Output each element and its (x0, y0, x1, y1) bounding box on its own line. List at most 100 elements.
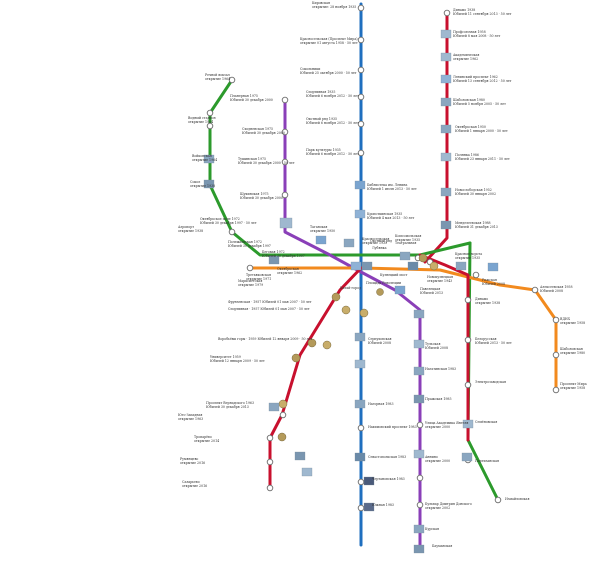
station-purple-2[interactable] (281, 128, 289, 136)
station-orange-3[interactable] (531, 286, 539, 294)
thumb-purple-6 (268, 255, 280, 265)
station-label-e-3: Электрозаводская (475, 380, 506, 384)
station-label-s-8: Южная 1983 (372, 503, 394, 507)
station-label-blue-2: Красносельская (Проспект Мира)открытие 0… (300, 37, 358, 45)
coins-southwest (277, 253, 439, 442)
thumb-purple-s-5 (413, 394, 425, 404)
station-blue-4[interactable] (357, 93, 365, 101)
thumb-green-4 (203, 154, 215, 164)
station-red-s-1[interactable] (279, 411, 287, 419)
station-label-s-7: Чертановская 1983 (372, 477, 405, 481)
station-purple-3[interactable] (281, 158, 289, 166)
coin-3 (307, 338, 317, 348)
station-purple-10[interactable] (416, 474, 424, 482)
station-green-7[interactable] (464, 296, 472, 304)
station-label-center-4: Кузнецкий мост (380, 273, 408, 277)
thumb-center-4 (399, 251, 411, 261)
station-blue-6[interactable] (357, 149, 365, 157)
station-purple-1[interactable] (281, 96, 289, 104)
station-label-s-5: Нахимовский проспект 1983 (368, 425, 417, 429)
coin-8 (359, 308, 369, 318)
station-blue-14[interactable] (357, 478, 365, 486)
station-green-8[interactable] (464, 336, 472, 344)
thumb-blue-15 (363, 502, 375, 512)
thumb-center-3 (361, 261, 373, 271)
station-green-9[interactable] (464, 381, 472, 389)
stations-purple (281, 96, 424, 534)
station-green-6[interactable] (228, 228, 236, 236)
thumb-red-n-7 (440, 152, 452, 162)
station-label-s-9: Пражская 1985 (425, 397, 451, 401)
station-red-s-4[interactable] (266, 484, 274, 492)
station-label-e-2: Бауманская (432, 544, 452, 548)
station-purple-8[interactable] (416, 421, 424, 429)
station-orange-6[interactable] (552, 386, 560, 394)
coin-4 (322, 340, 332, 350)
thumb-center-5 (407, 261, 419, 271)
station-red-n-1[interactable] (443, 9, 451, 17)
thumb-blue-10 (354, 359, 366, 369)
station-red-s-3[interactable] (266, 458, 274, 466)
station-purple-4[interactable] (281, 191, 289, 199)
station-green-1[interactable] (228, 76, 236, 84)
station-blue-3[interactable] (357, 66, 365, 74)
station-label-sw-2: Спортивная · 1957 Юбилей 01 мая 2007 · 5… (228, 307, 310, 311)
station-blue-12[interactable] (357, 424, 365, 432)
thumb-blue-9 (354, 332, 366, 342)
station-green-12[interactable] (494, 496, 502, 504)
station-orange-1[interactable] (246, 264, 254, 272)
thumb-red-n-4 (440, 74, 452, 84)
thumb-green-10 (462, 419, 474, 429)
stations-green (206, 76, 502, 504)
station-green-2[interactable] (206, 109, 214, 117)
station-blue-2[interactable] (357, 36, 365, 44)
station-blue-5[interactable] (357, 120, 365, 128)
thumb-red-s-4 (301, 467, 313, 477)
coin-6 (278, 399, 288, 409)
station-red-s-2[interactable] (266, 434, 274, 442)
station-label-e-4: Семёновская (475, 420, 497, 424)
coin-9 (376, 288, 384, 296)
station-orange-4[interactable] (552, 316, 560, 324)
station-label-e-5: Партизанская (475, 459, 499, 463)
station-blue-1[interactable] (357, 4, 365, 12)
thumb-red-n-9 (440, 220, 452, 230)
coin-7 (277, 432, 287, 442)
station-orange-2[interactable] (472, 271, 480, 279)
station-purple-11[interactable] (416, 501, 424, 509)
station-green-3[interactable] (206, 122, 214, 130)
line-green-west (208, 78, 472, 257)
station-orange-5[interactable] (552, 351, 560, 359)
station-blue-15[interactable] (357, 504, 365, 512)
